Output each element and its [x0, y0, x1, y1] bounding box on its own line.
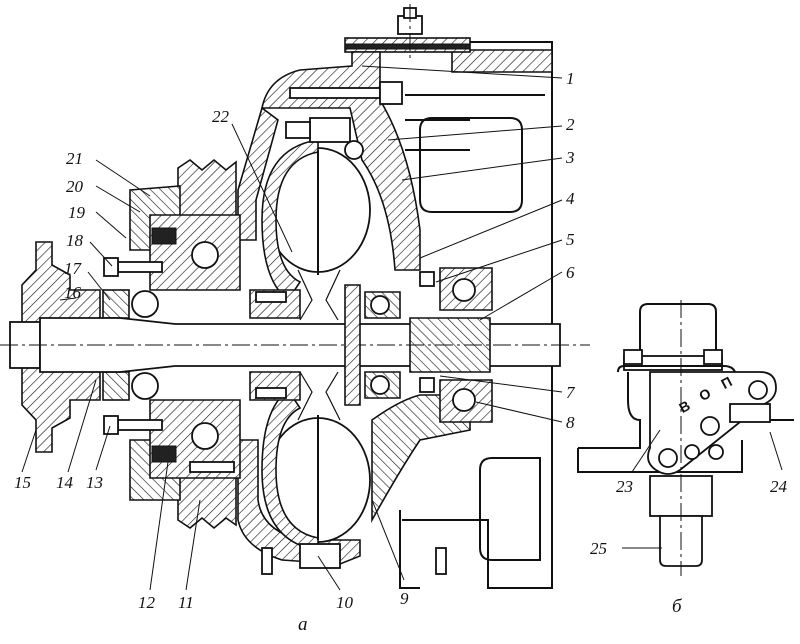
bolts — [103, 81, 447, 575]
callout-24: 24 — [770, 477, 788, 496]
callout-3: 3 — [565, 148, 575, 167]
callout-12: 12 — [138, 593, 156, 612]
callout-14: 14 — [56, 473, 74, 492]
callout-6: 6 — [566, 263, 575, 282]
coupling-casing — [237, 51, 471, 565]
gearbox-housing — [352, 41, 553, 589]
callout-8: 8 — [566, 413, 575, 432]
callout-22: 22 — [212, 107, 230, 126]
callout-19: 19 — [68, 203, 86, 222]
callout-7: 7 — [566, 383, 576, 402]
main-shaft — [0, 317, 590, 373]
callout-2: 2 — [566, 115, 575, 134]
callout-13: 13 — [86, 473, 103, 492]
pto-lever-view: В О П 23 24 25 б — [577, 300, 794, 617]
callout-15: 15 — [14, 473, 31, 492]
centre-hub — [249, 284, 401, 406]
callout-5: 5 — [566, 230, 575, 249]
callout-9: 9 — [400, 589, 409, 608]
callout-4: 4 — [566, 189, 575, 208]
callout-1: 1 — [566, 69, 575, 88]
callout-17: 17 — [64, 259, 83, 278]
callout-23: 23 — [616, 477, 633, 496]
callout-20: 20 — [66, 177, 84, 196]
main-section-view: 1 2 3 4 5 6 7 8 9 10 11 12 13 14 15 16 1… — [0, 4, 590, 635]
rear-bearings — [439, 267, 493, 423]
callout-11: 11 — [178, 593, 194, 612]
callout-10: 10 — [336, 593, 354, 612]
callout-25: 25 — [590, 539, 607, 558]
callout-16: 16 — [64, 283, 82, 302]
leader-lines — [21, 65, 563, 591]
fluid-coupling-wheels — [261, 139, 371, 551]
caption-view-a: а — [298, 614, 308, 635]
callout-18: 18 — [66, 231, 84, 250]
caption-view-b: б — [672, 596, 683, 617]
top-cover — [344, 4, 471, 60]
bearing-housings — [102, 214, 241, 479]
callout-21: 21 — [66, 149, 83, 168]
callout-numbers: 1 2 3 4 5 6 7 8 9 10 11 12 13 14 15 16 1… — [14, 69, 576, 612]
